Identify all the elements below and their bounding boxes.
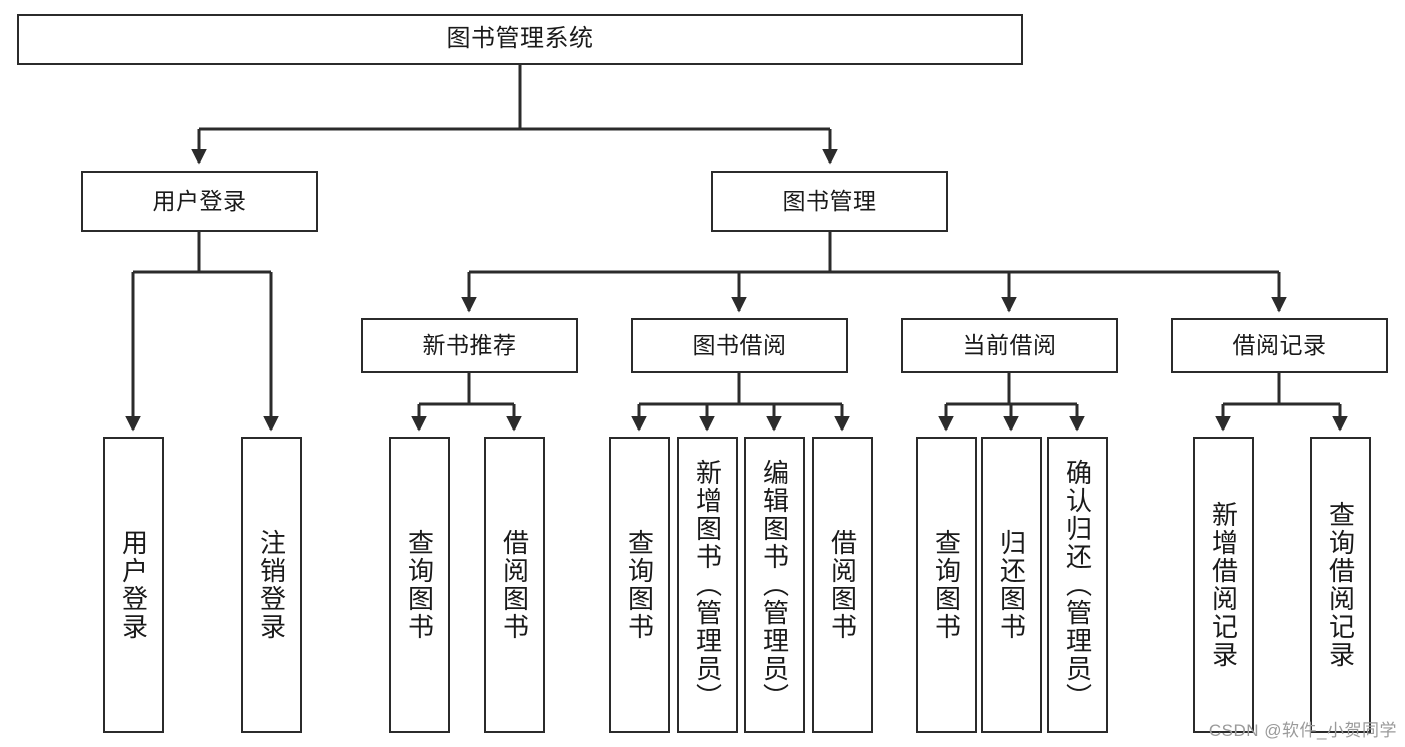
leaf-borrow-edit-book-admin[interactable]: 编辑图书（管理员）	[744, 437, 805, 733]
leaf-user-login-logout[interactable]: 注销登录	[241, 437, 302, 733]
leaf-borrow-query-book[interactable]: 查询图书	[609, 437, 670, 733]
leaf-current-confirm-return-admin[interactable]: 确认归还（管理员）	[1047, 437, 1108, 733]
node-borrow-record[interactable]: 借阅记录	[1171, 318, 1388, 373]
leaf-current-return-book[interactable]: 归还图书	[981, 437, 1042, 733]
node-label: 图书借阅	[692, 331, 787, 358]
node-book-borrow[interactable]: 图书借阅	[631, 318, 848, 373]
node-label: 编辑图书（管理员）	[759, 459, 790, 711]
node-label: 用户登录	[152, 187, 247, 214]
node-root-book-management-system[interactable]: 图书管理系统	[17, 14, 1023, 65]
node-label: 查询借阅记录	[1325, 501, 1356, 669]
node-label: 当前借阅	[962, 331, 1057, 358]
leaf-current-query-book[interactable]: 查询图书	[916, 437, 977, 733]
node-book-management[interactable]: 图书管理	[711, 171, 948, 232]
leaf-borrow-add-book-admin[interactable]: 新增图书（管理员）	[677, 437, 738, 733]
node-label: 借阅图书	[499, 529, 530, 641]
leaf-borrow-borrow-book[interactable]: 借阅图书	[812, 437, 873, 733]
node-label: 图书管理系统	[446, 25, 594, 53]
leaf-new-book-borrow-book[interactable]: 借阅图书	[484, 437, 545, 733]
node-label: 借阅记录	[1232, 331, 1327, 358]
node-current-borrow[interactable]: 当前借阅	[901, 318, 1118, 373]
leaf-user-login-login[interactable]: 用户登录	[103, 437, 164, 733]
node-new-book-recommend[interactable]: 新书推荐	[361, 318, 578, 373]
node-label: 归还图书	[996, 529, 1027, 641]
node-label: 新增图书（管理员）	[692, 459, 723, 711]
leaf-record-add-record[interactable]: 新增借阅记录	[1193, 437, 1254, 733]
node-label: 注销登录	[256, 529, 287, 641]
node-label: 用户登录	[118, 529, 149, 641]
node-label: 查询图书	[404, 529, 435, 641]
leaf-record-query-record[interactable]: 查询借阅记录	[1310, 437, 1371, 733]
node-user-login[interactable]: 用户登录	[81, 171, 318, 232]
watermark-text: CSDN @软件_小贺同学	[1208, 721, 1397, 740]
node-label: 查询图书	[931, 529, 962, 641]
node-label: 借阅图书	[827, 529, 858, 641]
node-label: 新书推荐	[422, 331, 517, 358]
node-label: 图书管理	[782, 187, 877, 214]
leaf-new-book-query-book[interactable]: 查询图书	[389, 437, 450, 733]
node-label: 查询图书	[624, 529, 655, 641]
node-label: 新增借阅记录	[1208, 501, 1239, 669]
node-label: 确认归还（管理员）	[1062, 459, 1093, 711]
